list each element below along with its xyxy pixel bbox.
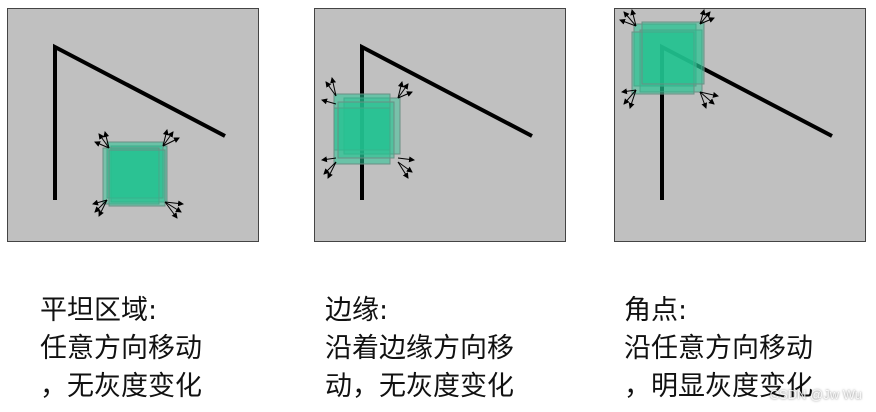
- shape-outline: [53, 43, 226, 200]
- caption-line: 平坦区域:: [40, 295, 158, 326]
- caption-line: 动，无灰度变化: [325, 371, 514, 402]
- caption-line: 任意方向移动: [40, 333, 202, 364]
- edge-panel: [314, 8, 566, 242]
- edge-figure: [314, 8, 566, 242]
- panel-background: [7, 8, 259, 242]
- caption-line: 边缘:: [325, 295, 389, 326]
- flat-region-caption: 平坦区域: 任意方向移动 ，无灰度变化: [40, 292, 202, 406]
- corner-caption: 角点: 沿任意方向移动 ，明显灰度变化: [624, 292, 813, 406]
- moving-window: [631, 21, 705, 95]
- corner-panel: [614, 8, 866, 242]
- watermark: CSDN @Jw Wu: [769, 387, 862, 402]
- caption-line: ，明显灰度变化: [624, 371, 813, 402]
- shift-arrows: [92, 129, 184, 219]
- caption-line: 沿着边缘方向移: [325, 333, 514, 364]
- caption-line: ，无灰度变化: [40, 371, 202, 402]
- caption-line: 角点:: [624, 295, 688, 326]
- flat-region-figure: [7, 8, 259, 242]
- flat-region-panel: [7, 8, 259, 242]
- corner-figure: [614, 8, 866, 242]
- moving-window: [333, 93, 401, 165]
- shift-arrows: [619, 9, 719, 109]
- caption-line: 沿任意方向移动: [624, 333, 813, 364]
- edge-caption: 边缘: 沿着边缘方向移 动，无灰度变化: [325, 292, 514, 406]
- moving-window: [102, 141, 168, 207]
- shift-arrows: [321, 77, 415, 179]
